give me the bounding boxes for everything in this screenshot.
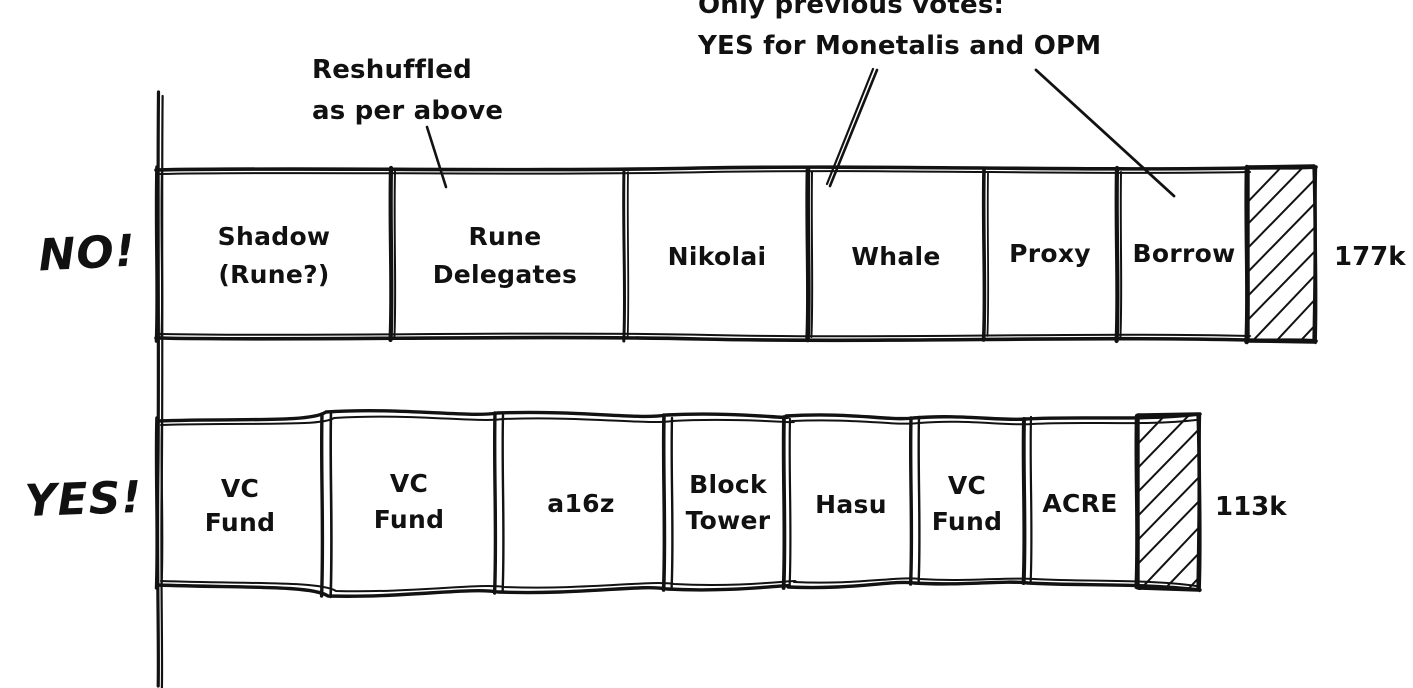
yes-bar-top-rail	[155, 408, 1202, 423]
annotation-reshuffled: Reshuffled as per above	[312, 55, 503, 189]
no-segment-label-1-line2: Delegates	[433, 260, 578, 289]
annotation-only-previous-votes-line2: YES for Monetalis and OPM	[697, 31, 1101, 61]
no-segment-label-5-line1: Borrow	[1133, 239, 1236, 268]
annotation-reshuffled-line1: Reshuffled	[312, 55, 472, 85]
no-segment-label-4-line1: Proxy	[1009, 239, 1091, 268]
yes-segment-label-0-line1: VC	[221, 474, 259, 503]
yes-segment-label-1-line1: VC	[390, 469, 428, 498]
yes-segment-label-6-line1: ACRE	[1042, 489, 1117, 518]
yes-segment-label-1-line2: Fund	[374, 505, 445, 534]
annotation-leader-line-whale	[828, 68, 879, 188]
no-segment-label-0-line1: Shadow	[218, 222, 331, 251]
yes-segment-label-3-line1: Block	[689, 470, 768, 499]
no-segment-label-3-line1: Whale	[851, 242, 940, 271]
yes-segment-label-5-line2: Fund	[932, 507, 1003, 536]
no-row-dividers	[388, 164, 1250, 345]
no-total-label: 177k	[1334, 242, 1406, 272]
yes-row: YES!	[24, 408, 1287, 599]
no-segment-label-0-line2: (Rune?)	[218, 260, 329, 289]
yes-segment-label-2-line1: a16z	[547, 489, 614, 518]
annotation-only-previous-votes-line1: Only previous votes:	[698, 0, 1004, 20]
no-segment-label-1-line1: Rune	[468, 222, 541, 251]
no-row: NO!	[37, 164, 1406, 345]
yes-segment-label-5-line1: VC	[948, 471, 986, 500]
yes-row-dividers	[319, 410, 1140, 599]
no-segment-labels: Shadow (Rune?) Rune Delegates Nikolai Wh…	[218, 222, 1236, 289]
yes-segment-labels: VC Fund VC Fund a16z Block Tower Hasu VC…	[205, 469, 1118, 537]
no-segment-label-2-line1: Nikolai	[668, 242, 767, 271]
yes-remainder-hatch	[1136, 412, 1202, 593]
annotation-only-previous-votes: Only previous votes: YES for Monetalis a…	[697, 0, 1176, 198]
annotation-reshuffled-leader-line	[425, 125, 448, 189]
no-verdict-label: NO!	[37, 226, 137, 282]
yes-total-label: 113k	[1215, 492, 1287, 522]
yes-verdict-label: YES!	[24, 472, 143, 527]
yes-segment-label-4-line1: Hasu	[815, 490, 887, 519]
yes-segment-label-0-line2: Fund	[205, 508, 276, 537]
annotation-leader-line-borrow	[1034, 68, 1176, 198]
no-remainder-hatch	[1246, 164, 1318, 345]
no-bar-bottom-rail	[154, 335, 1318, 343]
annotation-reshuffled-line2: as per above	[312, 96, 503, 126]
yes-segment-label-3-line2: Tower	[686, 506, 771, 535]
